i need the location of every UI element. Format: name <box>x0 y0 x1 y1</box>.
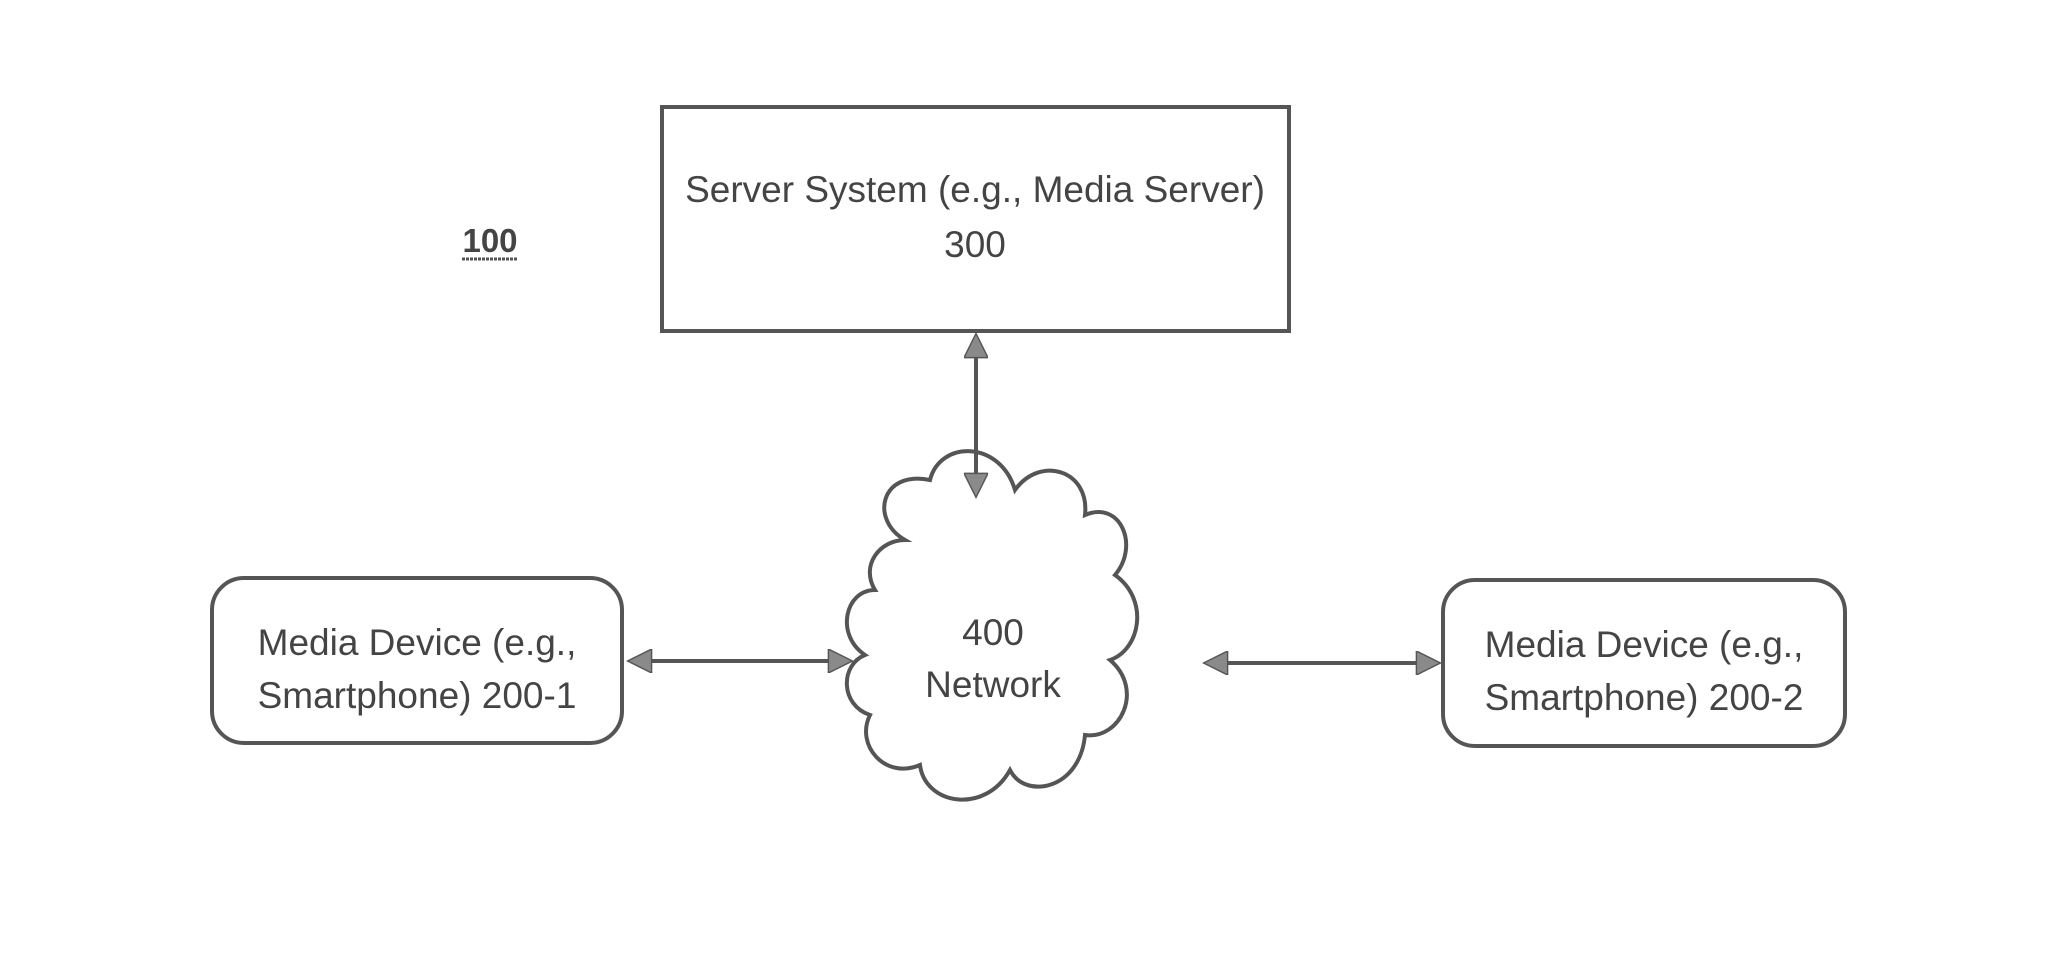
media-device-right-node: Media Device (e.g., Smartphone) 200-2 <box>1443 580 1845 746</box>
network-number: 400 <box>962 612 1024 653</box>
figure-number: 100 <box>462 222 517 259</box>
server-system-box <box>662 107 1289 331</box>
network-node: 400 Network <box>847 451 1137 799</box>
server-system-label: Server System (e.g., Media Server) <box>685 169 1265 210</box>
media-device-left-label: Media Device (e.g., <box>258 622 577 663</box>
media-device-right-label: Media Device (e.g., <box>1485 624 1804 665</box>
media-device-left-id: Smartphone) 200-1 <box>258 675 577 716</box>
network-label: Network <box>925 664 1061 705</box>
media-device-right-id: Smartphone) 200-2 <box>1485 677 1804 718</box>
server-system-number: 300 <box>944 224 1006 265</box>
server-system-node: Server System (e.g., Media Server) 300 <box>662 107 1289 331</box>
media-device-left-node: Media Device (e.g., Smartphone) 200-1 <box>212 578 622 743</box>
